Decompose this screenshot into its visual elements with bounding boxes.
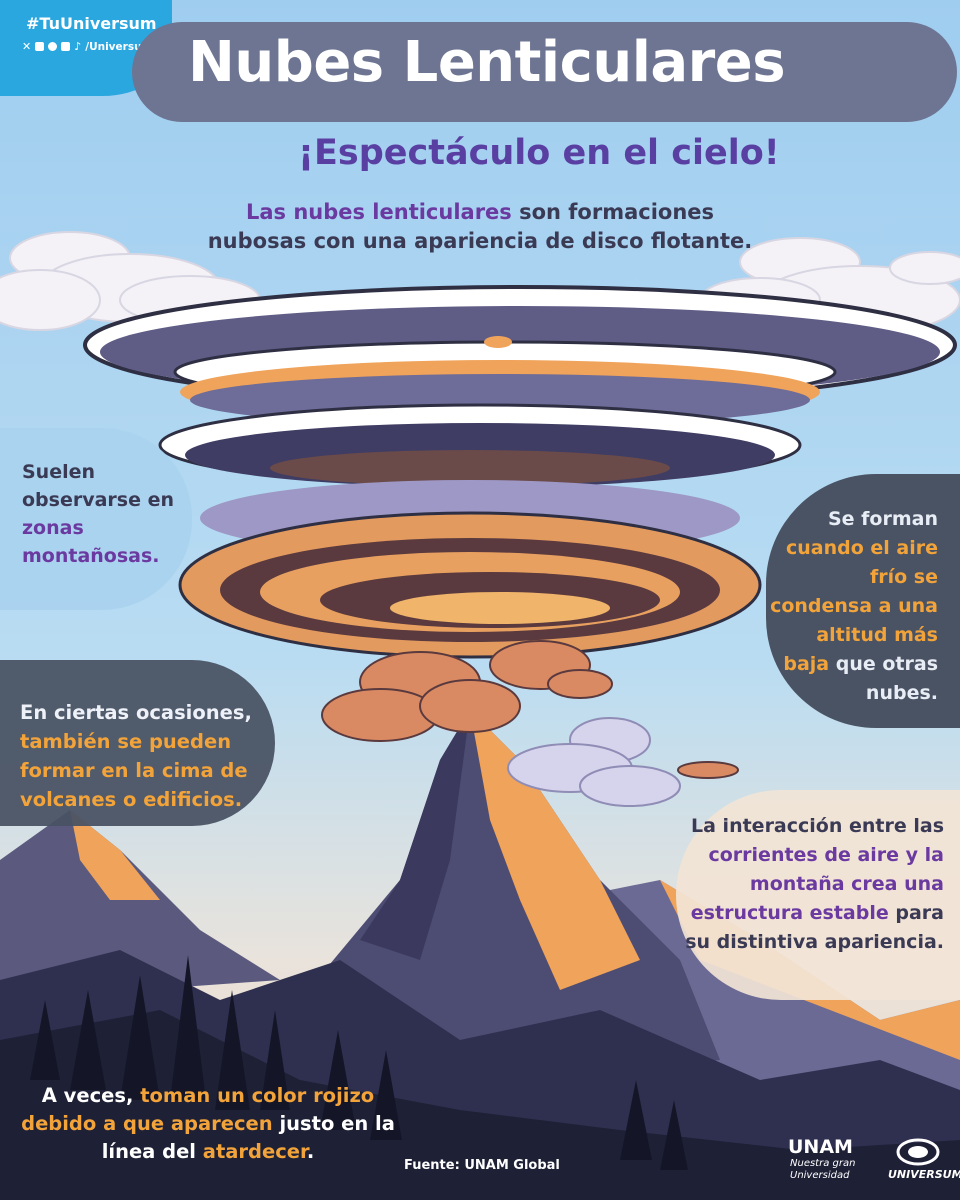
unam-tagline: Nuestra gran Universidad <box>790 1158 856 1181</box>
intro-text: Las nubes lenticulares son formaciones n… <box>150 198 810 256</box>
fact-volcanoes-highlight: también se pueden formar en la cima de v… <box>20 730 248 811</box>
lenticular-cloud <box>83 285 957 659</box>
fact-sunset-highlight1: toman un color rojizo debido a que apare… <box>21 1084 375 1135</box>
fact-interaction-highlight: corrientes de aire y la montaña crea una… <box>690 844 944 924</box>
fact-mountains-plain: Suelen observarse en <box>22 461 175 511</box>
intro-highlight: Las nubes lenticulares <box>245 200 512 224</box>
cloud-orange <box>321 640 739 779</box>
title-banner <box>132 22 957 122</box>
source-credit: Fuente: UNAM Global <box>404 1158 560 1173</box>
mountain-main-peak <box>300 710 720 1100</box>
mountain-main-peak-light <box>470 710 640 990</box>
cloud-lavender <box>507 717 681 807</box>
fact-box-volcanoes <box>0 660 275 826</box>
fact-box-formation <box>766 474 960 728</box>
fact-sunset-plain-mid: justo en la línea del <box>101 1112 395 1163</box>
tiktok-icon[interactable]: ♪ <box>74 40 82 53</box>
fact-mountains: Suelen observarse en zonas montañosas. <box>22 458 192 570</box>
x-icon[interactable]: ✕ <box>22 40 32 53</box>
hashtag: #TuUniversum <box>26 14 157 33</box>
intro-rest: son formaciones <box>511 200 715 224</box>
fact-mountains-highlight: zonas montañosas. <box>22 517 160 567</box>
intro-line2: nubosas con una apariencia de disco flot… <box>207 229 753 253</box>
mountain-far-left-light <box>70 810 160 900</box>
fact-volcanoes-plain: En ciertas ocasiones, <box>20 701 252 724</box>
fact-formation: Se forman cuando el aire frío se condens… <box>766 505 938 708</box>
fact-formation-plain-after: que otras nubes. <box>835 653 938 704</box>
fact-formation-highlight: cuando el aire frío se condensa a una al… <box>770 537 938 675</box>
page-title: Nubes Lenticulares <box>188 30 786 95</box>
facebook-icon[interactable] <box>61 42 71 51</box>
fact-formation-plain-before: Se forman <box>827 508 938 530</box>
universum-emblem-icon <box>896 1138 940 1166</box>
unam-logo[interactable]: UNAM Nuestra gran Universidad <box>786 1136 876 1192</box>
fact-interaction-plain-after: para su distintiva apariencia. <box>685 902 944 953</box>
mountain-far-left <box>0 810 280 1000</box>
youtube-icon[interactable] <box>35 42 45 51</box>
fact-interaction: La interacción entre las corrientes de a… <box>660 812 944 957</box>
mountain-main-peak-shadow <box>360 710 470 960</box>
fact-sunset-highlight2: atardecer <box>202 1140 307 1163</box>
fact-box-mountains <box>0 428 192 610</box>
fact-sunset-plain-before: A veces, <box>41 1084 134 1107</box>
unam-name: UNAM <box>788 1136 853 1158</box>
fact-interaction-plain-before: La interacción entre las <box>691 815 944 837</box>
universum-logo[interactable]: UNIVERSUM <box>888 1138 960 1190</box>
fact-box-interaction <box>676 790 960 1000</box>
tree-silhouettes <box>30 955 688 1170</box>
page-subtitle: ¡Espectáculo en el cielo! <box>298 133 780 173</box>
instagram-icon[interactable] <box>48 42 58 51</box>
fact-sunset: A veces, toman un color rojizo debido a … <box>18 1082 398 1166</box>
fact-sunset-plain-after: . <box>306 1140 315 1163</box>
universum-name: UNIVERSUM <box>888 1168 960 1181</box>
fact-volcanoes: En ciertas ocasiones, también se pueden … <box>20 698 260 814</box>
